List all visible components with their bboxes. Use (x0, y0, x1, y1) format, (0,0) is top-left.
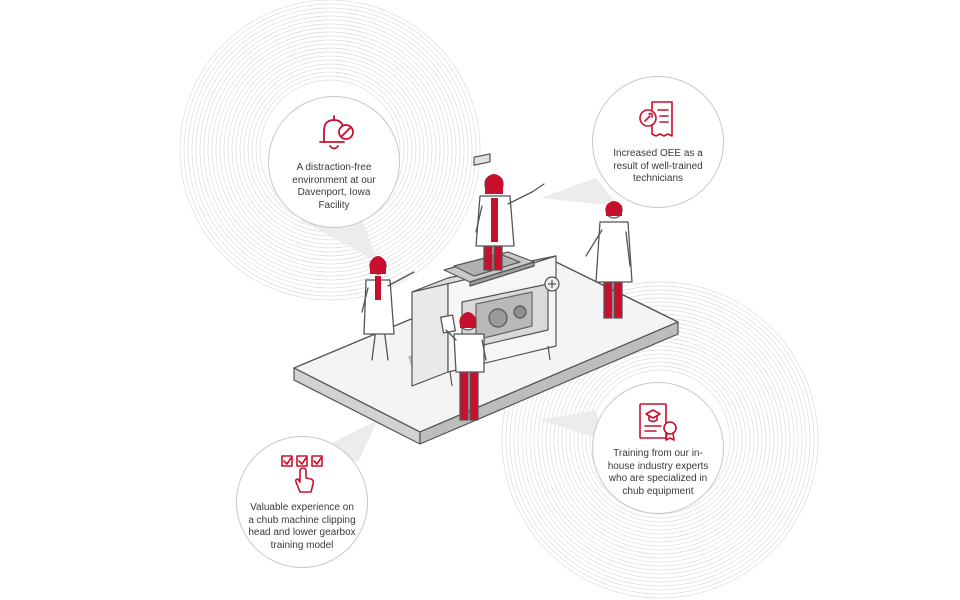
backdrop-ring (585, 365, 735, 515)
silenced-bell-icon (319, 115, 354, 150)
callout-distraction-free: A distraction-free environment at our Da… (268, 96, 400, 228)
backdrop-ring (199, 19, 461, 281)
backdrop-ring (231, 51, 429, 249)
backdrop-ring (569, 349, 751, 531)
backdrop-ring (219, 39, 441, 261)
callout-valuable-experience: Valuable experience on a chub machine cl… (236, 436, 368, 568)
backdrop-ring (215, 35, 445, 265)
cone-train (540, 410, 604, 440)
technician-right (585, 201, 633, 319)
callout-expert-training: Training from our in-house industry expe… (592, 382, 724, 514)
backdrop-ring (187, 7, 473, 293)
technician-front (440, 312, 487, 421)
backdrop-ring (577, 357, 743, 523)
backdrop-ring (505, 285, 815, 595)
backdrop-ring (235, 55, 425, 245)
backdrop-ring (529, 309, 791, 571)
backdrop-ring (227, 47, 433, 253)
backdrop-ring (183, 3, 477, 297)
maintenance-document-icon (639, 101, 673, 138)
backdrop-ring (203, 23, 457, 277)
backdrop-ring (517, 297, 803, 583)
backdrop-ring (581, 361, 739, 519)
callout-text: A distraction-free environment at our Da… (292, 162, 376, 211)
chub-machine (408, 153, 560, 387)
callout-text: Valuable experience on a chub machine cl… (248, 502, 356, 551)
backdrop-ring (191, 11, 469, 289)
backdrop-ring (525, 305, 795, 575)
technician-center (475, 174, 545, 271)
backdrop-ring (211, 31, 449, 269)
backdrop-ring (509, 289, 811, 591)
callout-text: Increased OEE as a result of well-traine… (613, 148, 703, 185)
backdrop-ring (239, 59, 421, 241)
certificate-icon (639, 403, 677, 441)
backdrop-ring (573, 353, 747, 527)
backdrop-ring (565, 345, 755, 535)
backdrop-ring (195, 15, 465, 285)
callout-increased-oee: Increased OEE as a result of well-traine… (592, 76, 724, 208)
backdrop-ring (207, 27, 453, 273)
checklist-pointer-icon (281, 455, 323, 493)
backdrop-ring (521, 301, 799, 579)
backdrop-ring (513, 293, 807, 587)
callout-text: Training from our in-house industry expe… (607, 448, 709, 497)
backdrop-ring (179, 0, 481, 301)
backdrop-ring (223, 43, 437, 257)
cone-oee (540, 178, 618, 206)
backdrop-ring (501, 281, 819, 599)
technician-left (361, 256, 415, 361)
